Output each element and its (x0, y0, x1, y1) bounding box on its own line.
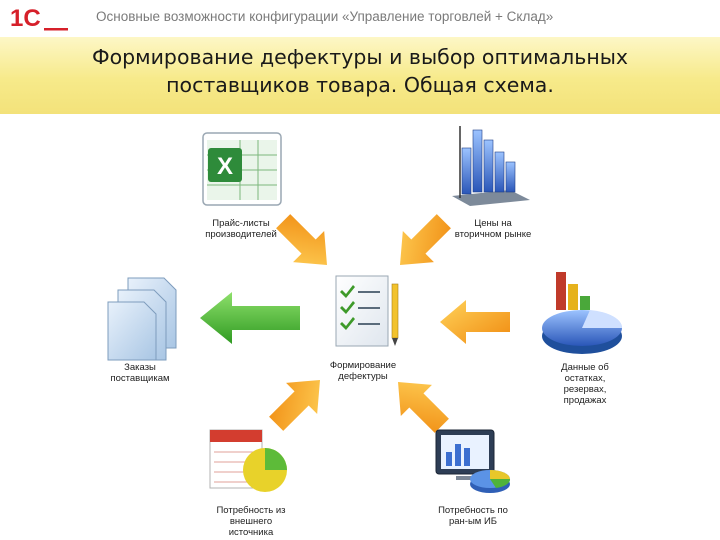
logo-1c: 1С (10, 5, 68, 32)
slide-title-line1: Формирование дефектуры и выбор оптимальн… (91, 45, 629, 69)
excel-icon: X (202, 132, 282, 206)
slide-title: Формирование дефектуры и выбор оптимальн… (20, 43, 700, 99)
checklist-icon (335, 275, 399, 347)
bar-chart-icon (452, 126, 530, 206)
slide-title-line2: поставщиков товара. Общая схема. (166, 73, 554, 97)
calendar-chart-icon (209, 429, 287, 492)
documents-icon (107, 277, 177, 361)
arrow-to-orders (200, 292, 300, 344)
logo-text: 1С (10, 5, 41, 32)
svg-text:X: X (217, 153, 233, 180)
arrow-from-price-lists (276, 214, 327, 265)
pie-chart-icon (542, 272, 623, 354)
arrow-from-secondary-market (400, 214, 451, 265)
monitor-chart-icon (435, 429, 511, 493)
arrow-from-stock-data (440, 300, 510, 344)
title-banner (0, 37, 720, 114)
arrow-from-external-needs (269, 380, 320, 431)
arrow-from-remote-needs (398, 382, 449, 433)
presentation-title: Основные возможности конфигурации «Управ… (96, 9, 554, 24)
